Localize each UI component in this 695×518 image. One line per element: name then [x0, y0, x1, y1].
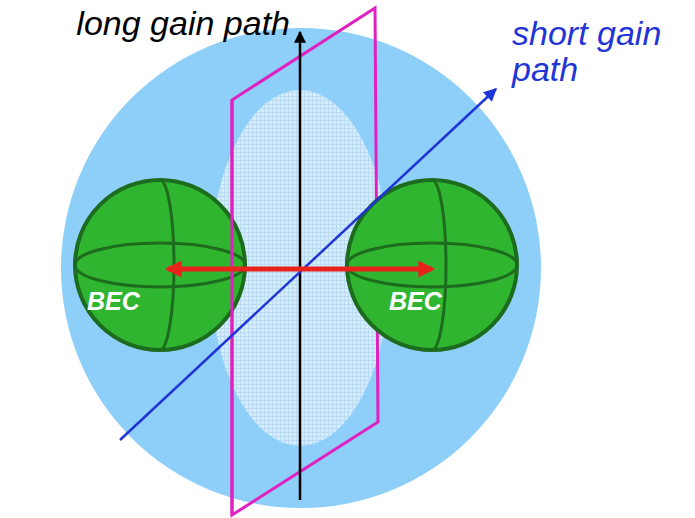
axis-label: short gain path	[512, 16, 662, 87]
long-axis	[299, 32, 302, 500]
sphere-equator	[347, 243, 517, 287]
sphere-outline	[73, 178, 247, 352]
sphere-equator	[75, 243, 245, 287]
sphere-body	[75, 180, 245, 350]
short-axis	[120, 89, 496, 440]
separation-arrow	[168, 267, 432, 272]
axis-label: long gain path	[76, 6, 290, 42]
bec-label: BEC	[87, 288, 140, 316]
sphere-meridian	[432, 180, 446, 350]
bec-sphere: BEC	[73, 178, 247, 352]
halo-circle	[61, 28, 541, 508]
plane-edge	[231, 100, 234, 515]
sphere-meridian	[160, 180, 174, 350]
bec-label: BEC	[389, 288, 442, 316]
